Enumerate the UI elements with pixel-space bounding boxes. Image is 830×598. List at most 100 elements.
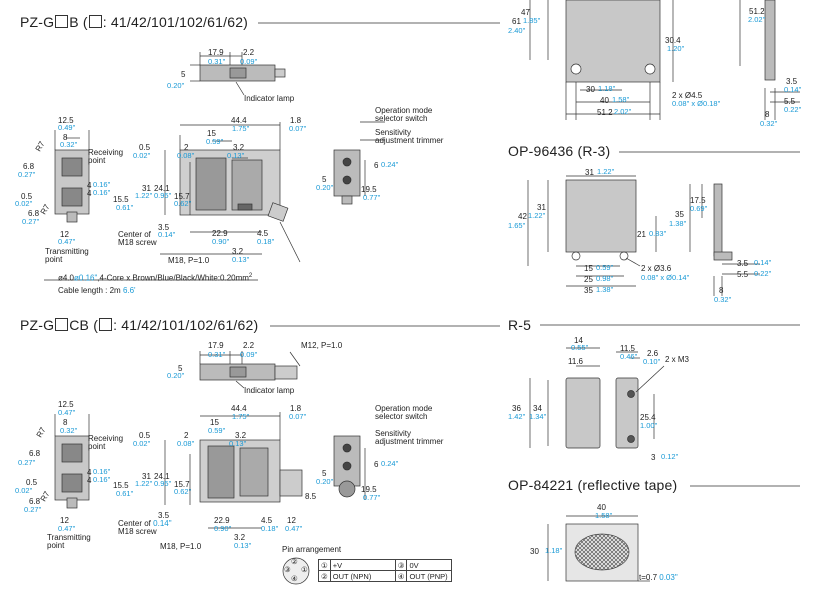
dim-inch: 0.13" [229, 439, 247, 448]
dim-label: 5.5 [737, 270, 749, 279]
dim-inch: 1.38" [669, 219, 687, 228]
dim-inch: 0.12" [661, 452, 679, 461]
dim-label: 25.4 [640, 413, 656, 422]
dim-label: 4 [87, 181, 92, 190]
dim-label: 44.4 [231, 404, 247, 413]
dim-label: 0.5 [26, 478, 38, 487]
dim-inch: 1.58" [595, 511, 613, 520]
dim-inch: 0.59" [208, 426, 226, 435]
dim-inch: 1.75" [232, 124, 250, 133]
section-title-op84221: OP-84221 (reflective tape) [508, 477, 678, 493]
callout-transmitting: Transmitting [45, 247, 89, 256]
dim-label: 31 [585, 168, 594, 177]
dim-label: 5 [178, 364, 183, 373]
dim-label: 30 [586, 85, 595, 94]
dim-label: 5 [181, 70, 186, 79]
dim-inch: 0.61" [116, 489, 134, 498]
callout-receiving: Receiving [88, 148, 124, 157]
dim-label: 17.9 [208, 48, 224, 57]
callout-selector-switch: selector switch [375, 114, 428, 123]
dim-label: 42 [518, 212, 527, 221]
callout-m18-screw: M18 screw [118, 238, 157, 247]
dim-inch: 0.83" [649, 229, 667, 238]
dim-label: 2 [184, 431, 189, 440]
dim-inch: 0.10" [643, 357, 661, 366]
dim-inch: 0.69" [690, 204, 708, 213]
dim-inch: 0.90" [212, 237, 230, 246]
placeholder-box [55, 318, 69, 331]
dim-label: 22.9 [212, 229, 228, 238]
dim-label: 34 [533, 404, 542, 413]
dim-label: 6.8 [29, 449, 41, 458]
dim-label: 6.8 [28, 209, 40, 218]
dim-inch: 1.22" [528, 211, 546, 220]
dim-label: 61 [512, 17, 521, 26]
dim-inch: 0.46" [620, 352, 638, 361]
dim-label: 2.2 [243, 341, 255, 350]
dim-inch: 0.22" [754, 269, 772, 278]
callout-indicator-lamp: Indicator lamp [244, 386, 295, 395]
dim-inch: 0.49" [58, 123, 76, 132]
dim-label: 1.8 [290, 116, 302, 125]
dim-inch: 0.16" [93, 188, 111, 197]
dim-label: 15 [210, 418, 219, 427]
dim-inch: 0.47" [58, 408, 76, 417]
callout-operation-mode: Operation mode [375, 106, 433, 115]
dim-inch: 1.22" [135, 191, 153, 200]
callout-m18-screw: M18 screw [118, 527, 157, 536]
dim-inch: 1.65" [508, 221, 526, 230]
dim-label: 12 [287, 516, 296, 525]
callout-m18-thread: M18, P=1.0 [168, 256, 210, 265]
callout-receiving-point: point [88, 156, 106, 165]
callout-sensitivity: Sensitivity [375, 128, 412, 137]
dim-label: 3 [651, 453, 656, 462]
dim-label: 31 [142, 184, 151, 193]
dim-label: 17.5 [690, 196, 706, 205]
dim-label: 15 [207, 129, 216, 138]
dim-label: 0.5 [139, 143, 151, 152]
dim-inch: 1.34" [529, 412, 547, 421]
dim-inch: 0.47" [285, 524, 303, 533]
dim-label: 35 [675, 210, 684, 219]
callout-operation-mode: Operation mode [375, 404, 433, 413]
dim-label: 4.5 [257, 229, 269, 238]
dim-label: 3.2 [234, 533, 246, 542]
dim-label: 31 [142, 472, 151, 481]
pin-label: ④ [291, 574, 298, 583]
dim-label: 36 [512, 404, 521, 413]
dim-thread: 2 x M3 [665, 355, 690, 364]
dim-inch: 0.59" [596, 263, 614, 272]
dim-inch: 1.22" [135, 479, 153, 488]
dim-label: 12 [60, 230, 69, 239]
dim-label: 2.2 [243, 48, 255, 57]
dim-inch: 1.42" [508, 412, 526, 421]
dim-inch: 0.95" [154, 479, 172, 488]
dim-label: 51.2 [749, 7, 765, 16]
dim-label: 6 [374, 460, 379, 469]
dim-label: 6 [374, 161, 379, 170]
dim-hole: 2 x Ø4.5 [672, 91, 703, 100]
dim-label: 12.5 [58, 400, 74, 409]
dim-label: 21 [637, 230, 646, 239]
dim-inch: 0.18" [257, 237, 275, 246]
dim-label: 22.9 [214, 516, 230, 525]
dim-label: 30.4 [665, 36, 681, 45]
pin-arrangement-title: Pin arrangement [282, 545, 342, 554]
dim-inch: 0.20" [316, 477, 334, 486]
dim-label: 15.5 [113, 195, 129, 204]
dim-label: 4.5 [261, 516, 273, 525]
callout-m18-thread: M18, P=1.0 [160, 542, 202, 551]
dim-label: 35 [584, 286, 593, 295]
dim-label: 8 [765, 110, 770, 119]
dim-inch: 0.08" [177, 151, 195, 160]
dim-inch: 0.08" [177, 439, 195, 448]
dim-inch: 1.18" [598, 84, 616, 93]
callout-receiving: Receiving [88, 434, 124, 443]
dim-label: 40 [600, 96, 609, 105]
dim-label: 4 [87, 476, 92, 485]
dim-hole: 2 x Ø3.6 [641, 264, 672, 273]
dim-inch: 0.55" [571, 343, 589, 352]
dim-inch: 0.62" [174, 199, 192, 208]
